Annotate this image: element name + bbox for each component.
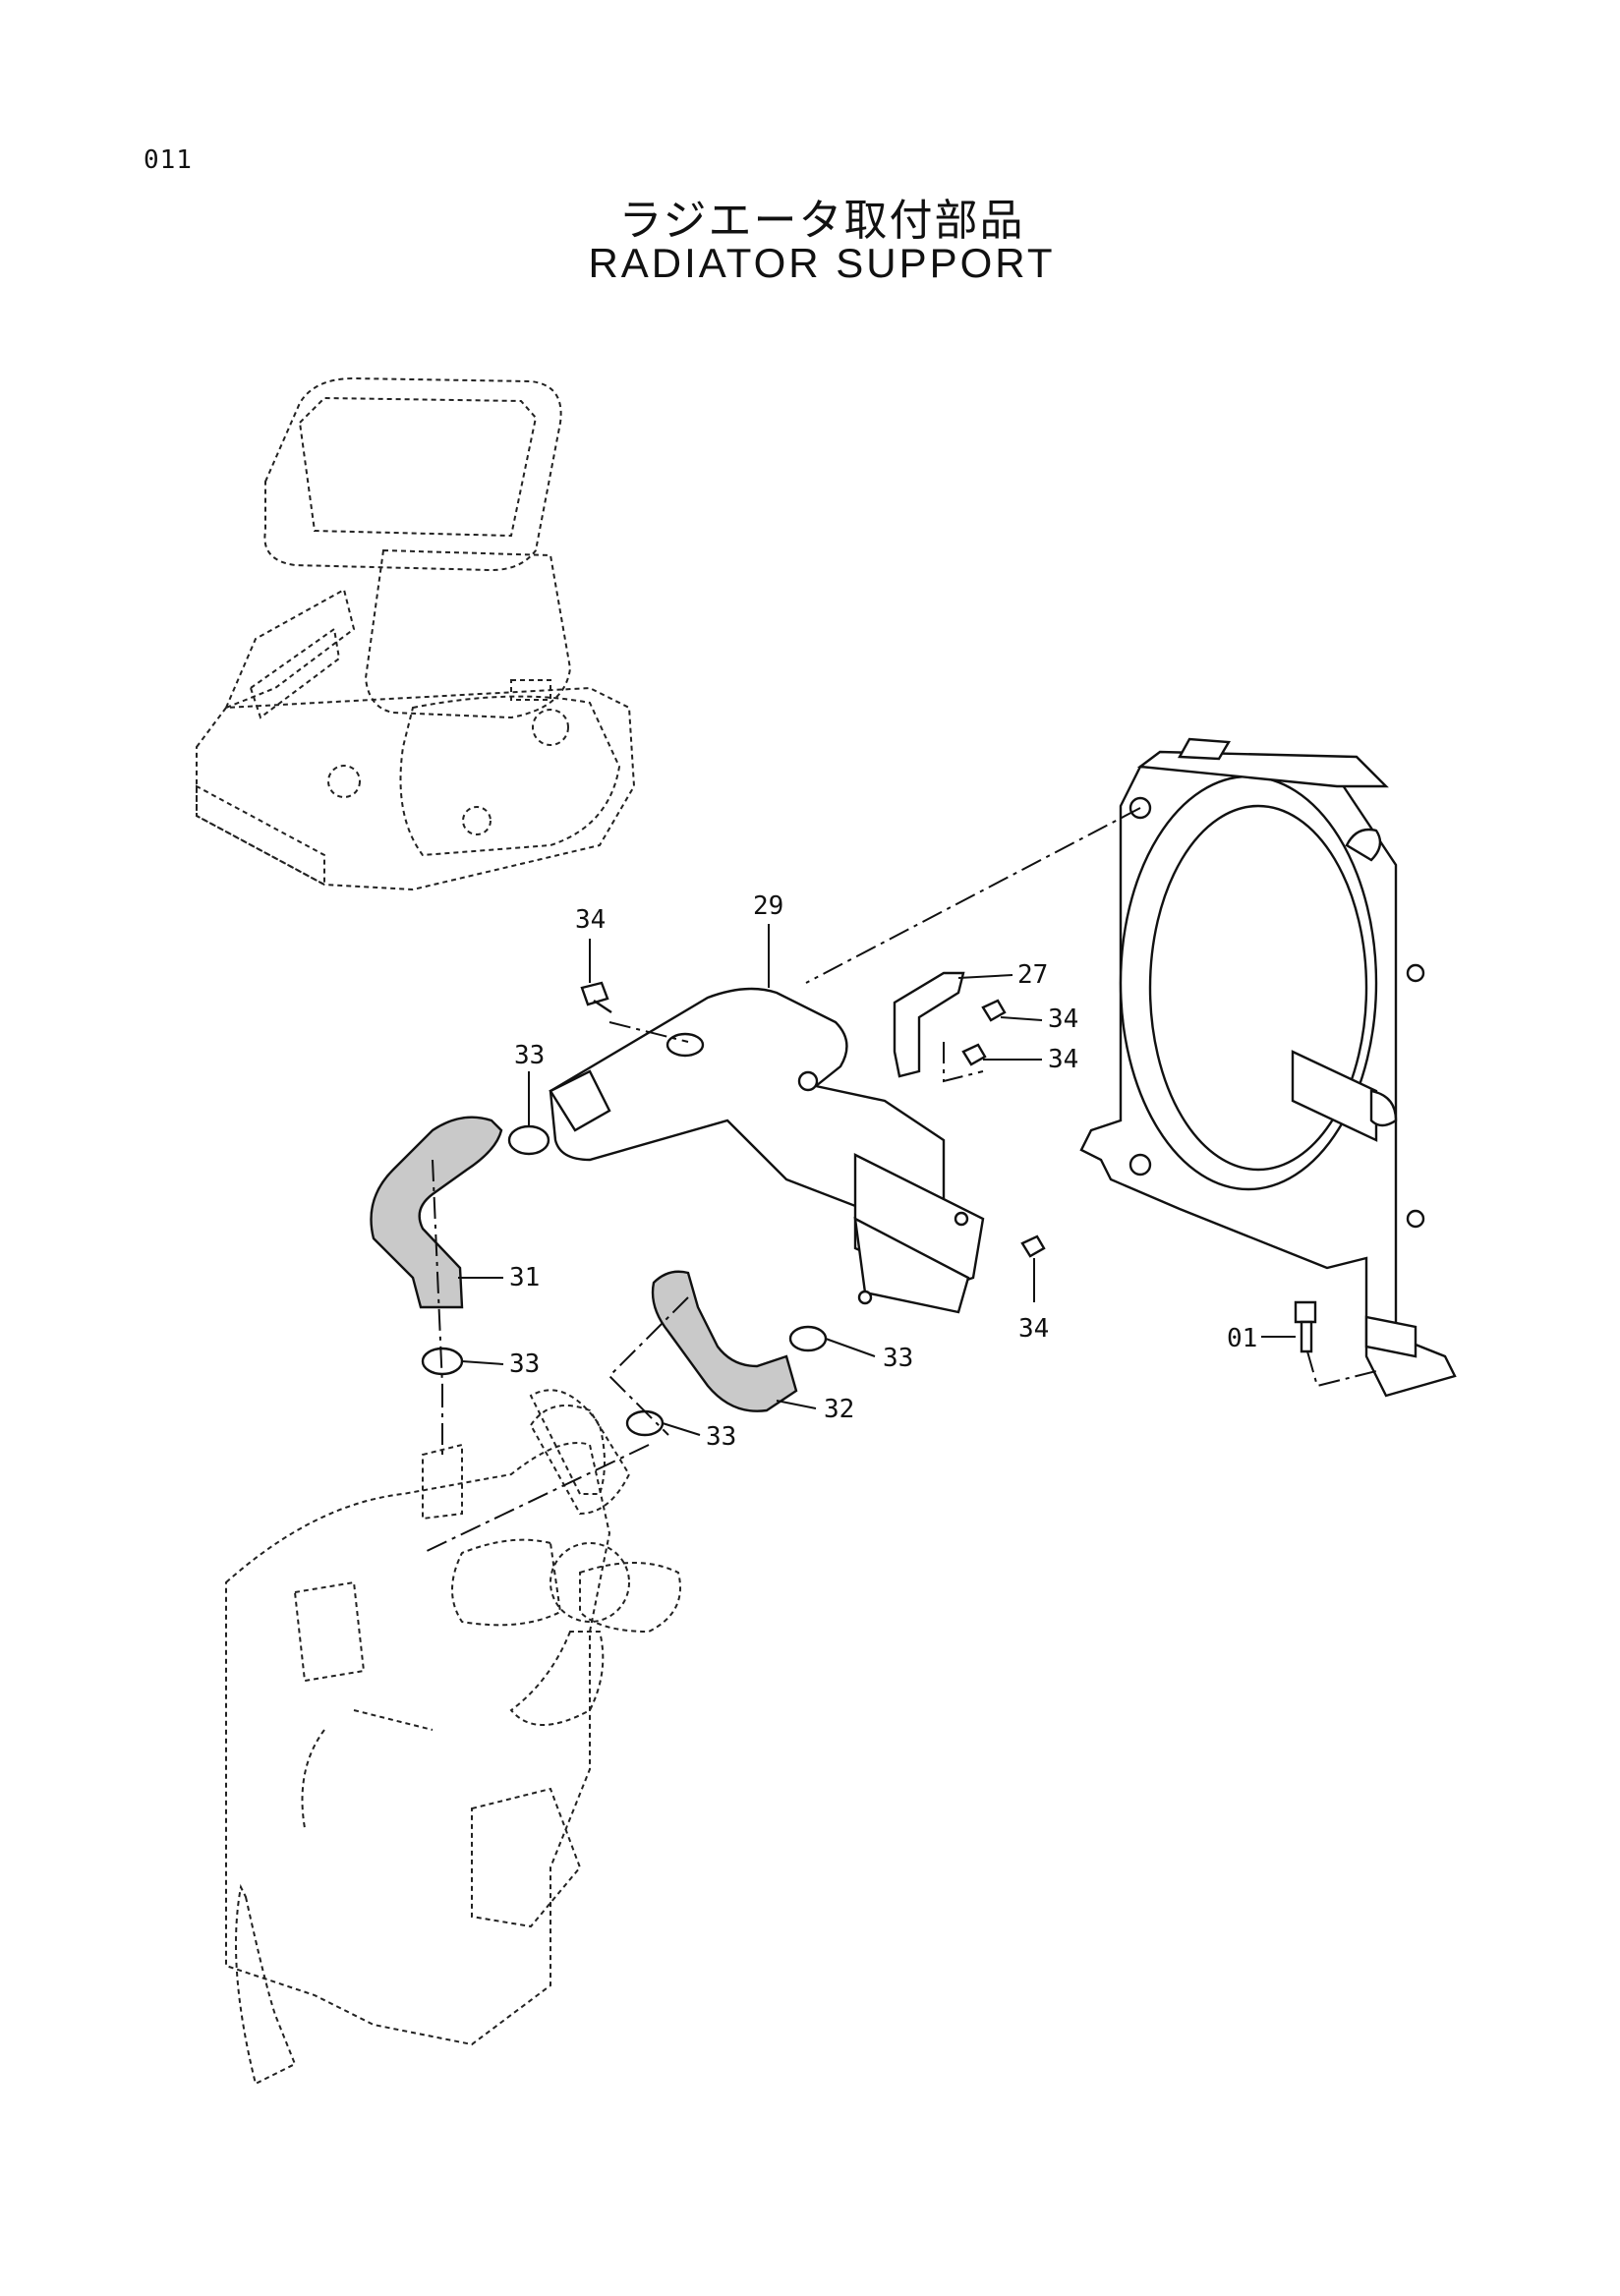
callout-33-left: 33 xyxy=(509,1349,540,1379)
callout-33-right: 33 xyxy=(883,1344,913,1373)
duct-bracket-part-29 xyxy=(549,987,985,1314)
callout-01: 01 xyxy=(1227,1324,1257,1353)
hose-part-32 xyxy=(651,1270,798,1412)
title-english: RADIATOR SUPPORT xyxy=(588,240,1056,286)
callout-32: 32 xyxy=(824,1395,854,1424)
page-number: 011 xyxy=(144,145,193,175)
excavator-context-illustration xyxy=(196,376,636,891)
callout-labels: 29 27 34 34 34 34 33 33 33 33 31 32 01 xyxy=(509,891,1257,1452)
callout-34-bracket-lower: 34 xyxy=(1048,1045,1078,1074)
assembly-lines xyxy=(422,807,1377,1554)
bracket-part-27 xyxy=(893,971,965,1078)
callout-34-lower: 34 xyxy=(1018,1314,1049,1344)
radiator-assembly xyxy=(1079,737,1457,1398)
hoses xyxy=(370,1116,798,1412)
callout-29: 29 xyxy=(753,891,783,921)
callout-33-bottom: 33 xyxy=(706,1422,736,1452)
callout-34-bracket-upper: 34 xyxy=(1048,1004,1078,1034)
bolts xyxy=(580,981,1317,1353)
title-japanese: ラジエータ取付部品 xyxy=(618,196,1025,246)
callout-34-top: 34 xyxy=(575,905,606,935)
callout-31: 31 xyxy=(509,1263,540,1292)
callout-33-upper: 33 xyxy=(514,1041,545,1070)
callout-27: 27 xyxy=(1017,960,1048,990)
engine-context-illustration xyxy=(225,1389,681,2086)
hose-part-31 xyxy=(370,1116,503,1309)
callout-leaders xyxy=(458,924,1296,1436)
